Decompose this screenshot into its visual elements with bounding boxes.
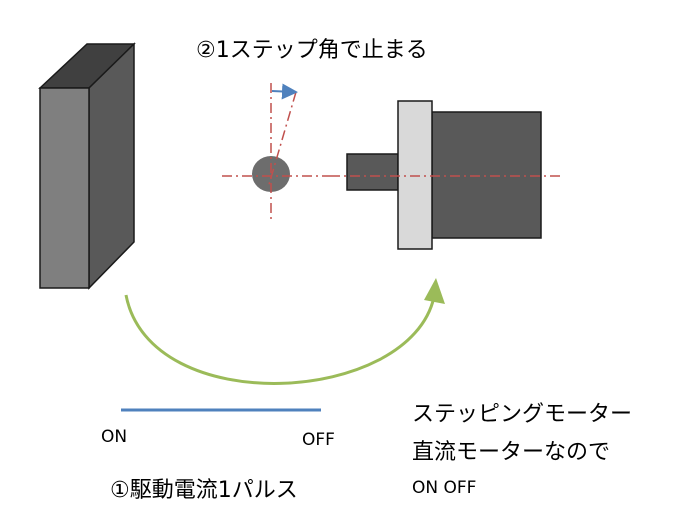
rotor [222,83,330,222]
motor [330,100,563,250]
magnet-block-front [39,87,90,289]
motor-body [431,111,542,239]
step-angle-arrow [271,83,298,100]
note-line-2: 直流モーターなので [412,440,611,465]
magnet-block-side [88,42,135,290]
on-label: ON [101,427,128,447]
step-angle-label: ②1ステップ角で止まる [196,38,428,63]
off-label: OFF [302,430,335,450]
pulse-label: ①駆動電流1パルス [110,478,298,503]
motion-arrow-curve [124,294,436,385]
motor-flange [397,100,433,250]
motion-arrow-head [424,278,445,304]
motor-shaft [346,153,399,191]
motion-arrow [124,278,445,385]
rotor-rotated-axis [267,91,297,189]
magnet-block [38,42,136,290]
rotor-disc [252,156,290,192]
note-line-3: ON OFF [412,478,477,498]
note-line-1: ステッピングモーター [412,402,633,427]
